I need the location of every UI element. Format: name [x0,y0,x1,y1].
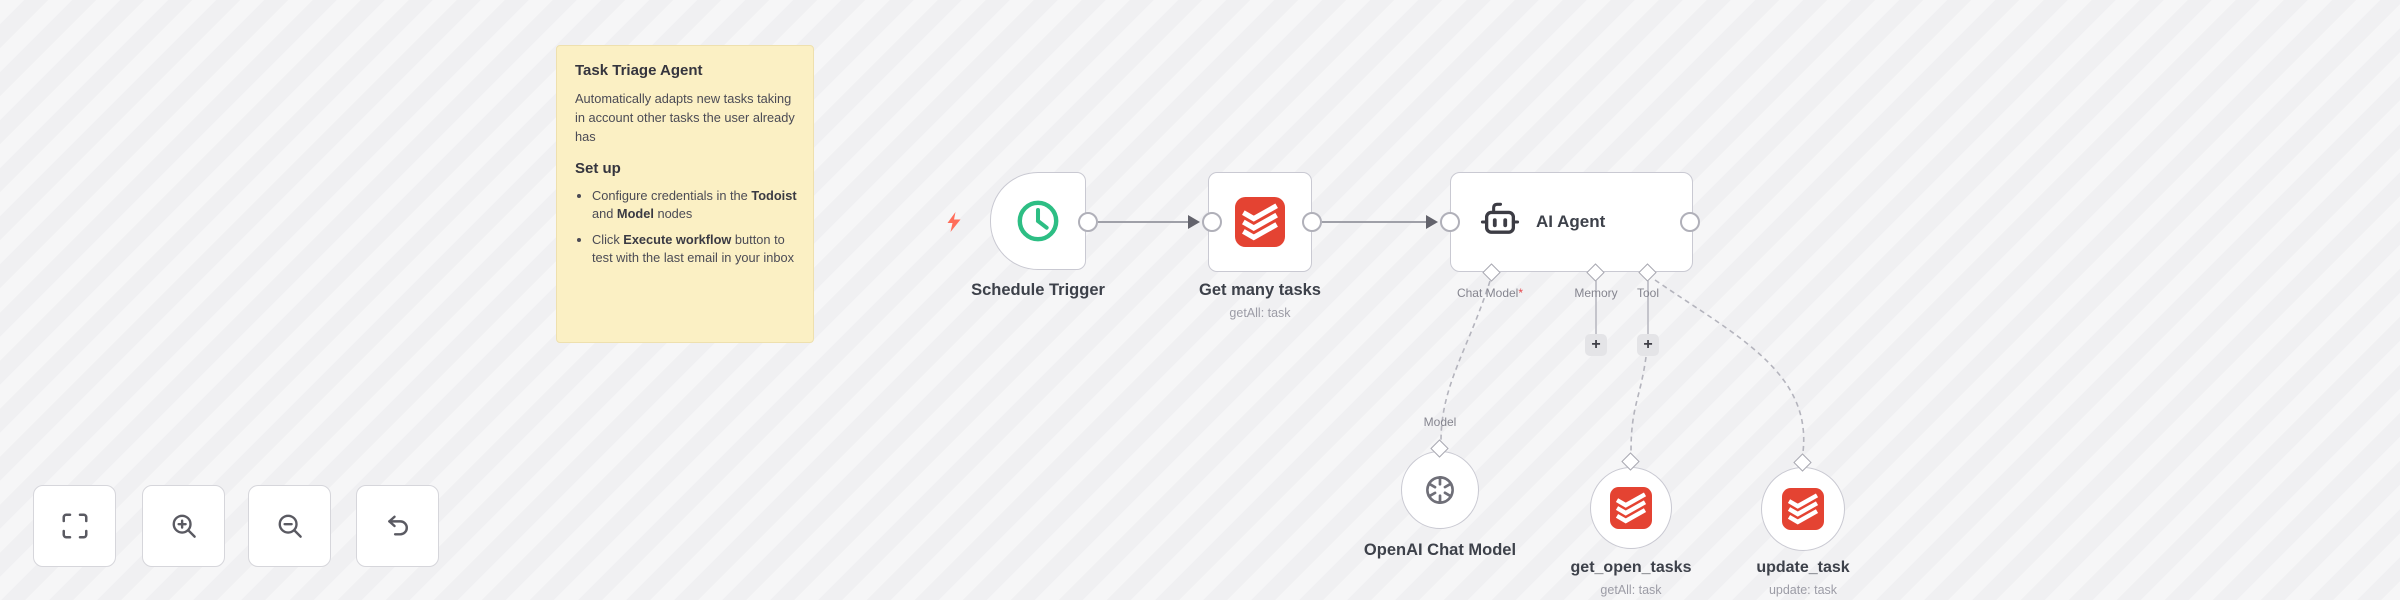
sticky-note-title: Task Triage Agent [575,62,703,79]
port-label-memory: Memory [1574,286,1618,300]
node-label-schedule-trigger: Schedule Trigger [971,281,1105,299]
add-memory-button[interactable]: + [1585,334,1607,356]
node-get-open-tasks[interactable] [1590,467,1672,549]
openai-logo-icon [1426,476,1454,504]
output-port-ai-agent[interactable] [1680,212,1700,232]
add-tool-button[interactable]: + [1637,334,1659,356]
connection-tool-to-getopentasks [1630,356,1647,453]
todoist-icon [1235,197,1285,247]
undo-icon [387,515,408,536]
arrowhead-icon [1188,215,1200,229]
node-label-update-task: update_task [1756,559,1850,576]
node-update-task[interactable] [1761,467,1845,551]
zoom-in-button[interactable] [142,485,225,567]
node-label-openai-chat-model: OpenAI Chat Model [1363,541,1517,559]
node-label-get-many-tasks: Get many tasks [1199,281,1321,299]
output-port-get-many-tasks[interactable] [1302,212,1322,232]
sticky-note[interactable]: Task Triage Agent Automatically adapts n… [556,45,814,343]
sticky-note-bullet-list: Configure credentials in the Todoist and… [575,187,797,268]
fit-view-button[interactable] [33,485,116,567]
fit-view-icon [62,513,87,539]
sticky-note-bullet-2: Click Execute workflow button to test wi… [592,231,804,268]
port-label-chat-model: Chat Model* [1456,286,1524,300]
zoom-out-icon [278,514,302,538]
lightning-bolt-icon [947,212,961,232]
sticky-note-setup-heading: Set up [575,159,621,177]
required-asterisk: * [1518,286,1524,300]
connection-chatmodel-to-openai [1440,280,1491,442]
input-port-ai-agent[interactable] [1440,212,1460,232]
output-port-schedule-trigger[interactable] [1078,212,1098,232]
sticky-note-bullet-1: Configure credentials in the Todoist and… [592,187,804,224]
zoom-in-icon [172,514,196,538]
port-label-model: Model [1423,415,1457,429]
node-subtitle-get-open-tasks: getAll: task [1600,583,1662,597]
robot-icon [1480,202,1520,234]
node-label-ai-agent: AI Agent [1536,212,1606,231]
reset-zoom-button[interactable] [356,485,439,567]
port-label-tool: Tool [1636,286,1659,300]
todoist-icon [1782,488,1824,530]
clock-icon [1017,200,1059,242]
node-schedule-trigger[interactable] [990,172,1086,270]
node-openai-chat-model[interactable] [1401,451,1479,529]
node-ai-agent[interactable]: AI Agent [1450,172,1693,272]
node-subtitle-get-many-tasks: getAll: task [1229,306,1291,320]
input-port-get-many-tasks[interactable] [1202,212,1222,232]
node-subtitle-update-task: update: task [1768,583,1838,597]
node-label-get-open-tasks: get_open_tasks [1570,559,1692,576]
sticky-note-description: Automatically adapts new tasks taking in… [575,91,795,144]
node-get-many-tasks[interactable] [1208,172,1312,272]
zoom-out-button[interactable] [248,485,331,567]
todoist-icon [1610,487,1652,529]
connection-tool-to-updatetask [1654,279,1805,453]
arrowhead-icon [1426,215,1438,229]
